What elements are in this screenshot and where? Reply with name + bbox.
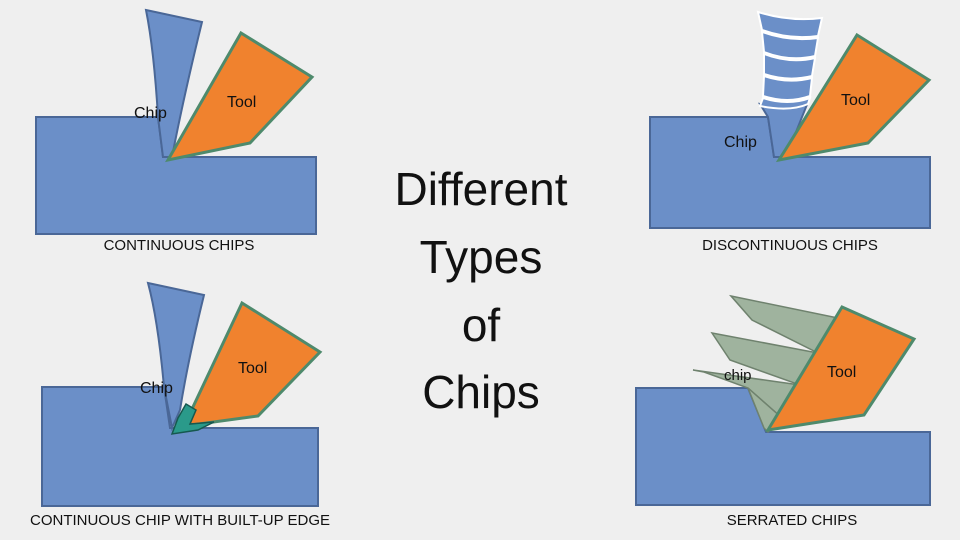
cutting-tool [165,30,315,163]
tool-label: Tool [841,92,870,109]
chip-fragment [761,74,814,101]
chip-label: Chip [140,380,173,397]
chip-label: Chip [724,134,757,151]
caption-serrated-chips: SERRATED CHIPS [727,512,858,529]
panel-serrated-chips: chip Tool SERRATED CHIPS [635,294,931,529]
cutting-tool [181,300,323,428]
chip-fragment [763,52,817,80]
chip-fragment [756,10,824,39]
chip-fragments [756,10,824,110]
caption-discontinuous-chips: DISCONTINUOUS CHIPS [702,237,878,254]
slide-title: Different Types of Chips [394,163,567,418]
panel-discontinuous-chips: Chip Tool DISCONTINUOUS CHIPS [649,10,932,254]
chip-label: chip [724,367,752,384]
title-line-1: Different [394,163,567,215]
title-line-2: Types [420,231,543,283]
built-up-edge [170,402,215,435]
tool-label: Tool [238,360,267,377]
tool-label: Tool [227,94,256,111]
panel-built-up-edge: Chip Tool CONTINUOUS CHIP WITH BUILT-UP … [30,281,330,529]
continuous-chip [146,281,206,432]
title-line-3: of [462,299,501,351]
caption-continuous-chips: CONTINUOUS CHIPS [104,237,255,254]
serrated-chip [692,294,840,434]
caption-built-up-edge: CONTINUOUS CHIP WITH BUILT-UP EDGE [30,512,330,529]
chip-label: Chip [134,105,167,122]
panel-continuous-chips: Chip Tool CONTINUOUS CHIPS [35,8,317,254]
cutting-tool [775,32,932,163]
tool-label: Tool [827,364,856,381]
title-line-4: Chips [422,366,540,418]
cutting-tool [765,305,917,432]
chip-fragment [758,96,812,110]
chip-fragment [760,30,820,60]
